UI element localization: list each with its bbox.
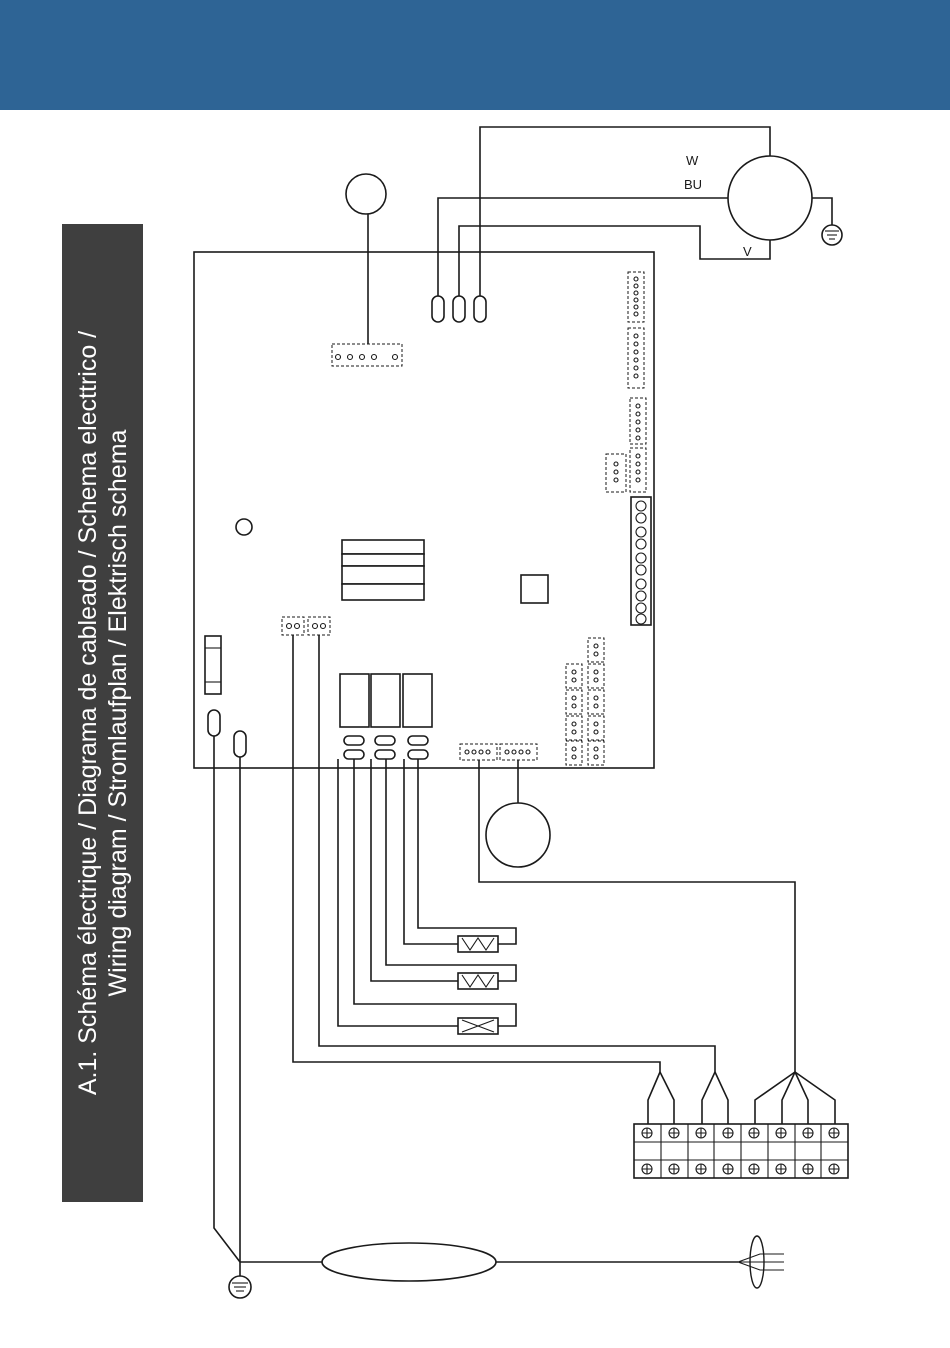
valve-3 [338,759,516,1034]
fuse [205,636,221,694]
transformer [342,540,424,600]
motor-connectors [432,296,486,322]
relays [340,674,432,727]
motor-wire-bu-label: BU [684,177,702,192]
microcontroller [521,575,548,603]
board-terminal-strip [631,497,651,625]
motor-wire-v-label: V [743,244,752,259]
small-connectors [282,617,330,635]
valve-2 [371,759,516,989]
board-headers [606,272,646,492]
motor-wire-w-label: W [686,153,699,168]
board-mount-hole [236,519,252,535]
bottom-headers [460,744,537,760]
motor: W BU V [684,153,812,259]
mains-ground-icon [229,1262,251,1298]
bottom-sensor [486,760,550,867]
top-sensor [332,174,402,366]
relay-output-connectors [344,736,428,759]
terminal-block [634,1124,848,1178]
sensor-connectors-grid [566,638,604,765]
motor-ground-icon [822,225,842,245]
